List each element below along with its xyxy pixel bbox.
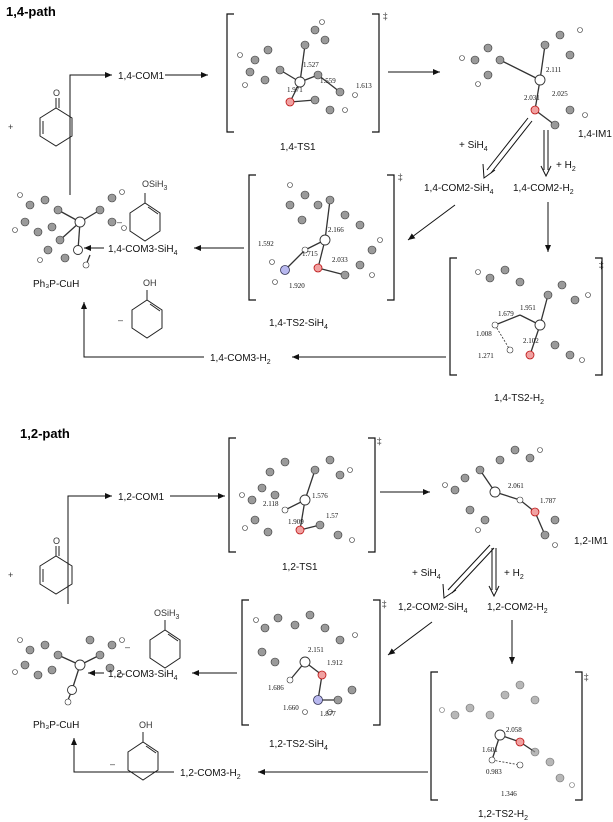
minus-sign: –	[125, 642, 130, 652]
enol-icon: OH	[127, 720, 159, 781]
svg-text:2.058: 2.058	[506, 726, 522, 734]
cyclohexenone-icon: O	[39, 88, 73, 147]
svg-text:2.102: 2.102	[523, 337, 539, 345]
svg-text:1.679: 1.679	[498, 310, 514, 318]
label-12-com2-h2: 1,2-COM2-H2	[487, 602, 548, 615]
svg-text:‡: ‡	[584, 672, 589, 682]
svg-text:1.920: 1.920	[289, 282, 305, 290]
svg-text:2.118: 2.118	[263, 500, 279, 508]
minus-sign: –	[110, 759, 115, 769]
svg-text:1.912: 1.912	[327, 659, 343, 667]
plus-sign: +	[8, 570, 13, 580]
label-14-h2: + H2	[556, 160, 576, 173]
label-12-sih4: + SiH4	[412, 568, 441, 581]
svg-text:2.025: 2.025	[552, 90, 568, 98]
split-arrow-12	[442, 544, 500, 599]
label-14-com2-sih4: 1,4-COM2-SiH4	[424, 183, 494, 196]
section-title-14: 1,4-path	[6, 4, 56, 19]
svg-text:OH: OH	[143, 278, 157, 288]
svg-text:1.57: 1.57	[326, 512, 339, 520]
label-12-ts1: 1,2-TS1	[282, 562, 318, 573]
svg-text:1.613: 1.613	[356, 82, 372, 90]
label-14-com3-h2: 1,4-COM3-H2	[210, 353, 271, 366]
plus-sign: +	[8, 122, 13, 132]
im1-14-molecule-icon	[459, 27, 588, 130]
ts2-sih4-12-molecule-icon	[253, 610, 358, 715]
svg-text:1.660: 1.660	[283, 704, 299, 712]
svg-text:2.166: 2.166	[328, 226, 344, 234]
im1-12-molecule-icon	[442, 445, 560, 548]
svg-text:O: O	[53, 88, 60, 98]
svg-text:2.111: 2.111	[546, 66, 562, 74]
ts2-h2-14-molecule-icon	[475, 265, 591, 363]
svg-text:‡: ‡	[377, 436, 382, 446]
svg-text:1.601: 1.601	[482, 746, 498, 754]
svg-text:0.983: 0.983	[486, 768, 502, 776]
label-12-ts2-h2: 1,2-TS2-H2	[478, 809, 528, 822]
svg-text:1.576: 1.576	[312, 492, 328, 500]
svg-text:OSiH3: OSiH3	[154, 608, 180, 621]
svg-text:1.715: 1.715	[302, 250, 318, 258]
svg-text:1.346: 1.346	[501, 790, 517, 798]
svg-text:1.877: 1.877	[320, 710, 336, 718]
label-14-com3-sih4: 1,4-COM3-SiH4	[108, 244, 178, 257]
label-12-com3-sih4: 1,2-COM3-SiH4	[108, 669, 178, 682]
svg-text:OH: OH	[139, 720, 153, 730]
ts2-h2-12-molecule-icon	[439, 680, 575, 788]
svg-text:1.559: 1.559	[320, 77, 336, 85]
svg-text:‡: ‡	[383, 11, 388, 21]
svg-text:1.592: 1.592	[258, 240, 274, 248]
svg-text:1.909: 1.909	[288, 518, 304, 526]
catalyst-molecule-icon	[12, 189, 127, 269]
catalyst-molecule-icon	[12, 635, 125, 706]
svg-text:‡: ‡	[398, 172, 403, 182]
svg-text:1.271: 1.271	[478, 352, 494, 360]
svg-text:OSiH3: OSiH3	[142, 179, 168, 192]
minus-sign: –	[117, 217, 122, 227]
label-14-ts2-sih4: 1,4-TS2-SiH4	[269, 318, 328, 331]
svg-text:1.008: 1.008	[476, 330, 492, 338]
section-title-12: 1,2-path	[20, 426, 70, 441]
svg-text:1.787: 1.787	[540, 497, 556, 505]
ts1-12-molecule-icon	[239, 455, 355, 543]
svg-text:2.033: 2.033	[332, 256, 348, 264]
svg-text:2.031: 2.031	[524, 94, 540, 102]
ts2-sih4-14-molecule-icon	[269, 182, 383, 285]
ts1-14-molecule-icon	[237, 19, 358, 115]
label-12-com2-sih4: 1,2-COM2-SiH4	[398, 602, 468, 615]
minus-sign: –	[118, 315, 123, 325]
label-14-com1: 1,4-COM1	[118, 71, 165, 82]
svg-text:2.151: 2.151	[308, 646, 324, 654]
label-12-com1: 1,2-COM1	[118, 492, 165, 503]
cyclohexenone-icon: O	[39, 536, 73, 595]
label-12-com3-h2: 1,2-COM3-H2	[180, 768, 241, 781]
silyl-enol-ether-icon: OSiH3	[129, 179, 168, 242]
label-14-sih4: + SiH4	[459, 140, 488, 153]
svg-text:‡: ‡	[382, 599, 387, 609]
label-14-ts2-h2: 1,4-TS2-H2	[494, 393, 544, 406]
svg-text:1.686: 1.686	[268, 684, 284, 692]
svg-text:1.951: 1.951	[520, 304, 536, 312]
svg-text:‡: ‡	[599, 260, 604, 270]
svg-text:1.971: 1.971	[287, 86, 303, 94]
svg-text:2.061: 2.061	[508, 482, 524, 490]
label-12-ts2-sih4: 1,2-TS2-SiH4	[269, 739, 328, 752]
label-14-com2-h2: 1,4-COM2-H2	[513, 183, 574, 196]
enol-icon: OH	[131, 278, 163, 339]
catalyst-label-top: Ph₃P-CuH	[33, 279, 79, 290]
split-arrow-14	[482, 117, 552, 179]
label-14-ts1: 1,4-TS1	[280, 142, 316, 153]
label-12-im1: 1,2-IM1	[574, 536, 608, 547]
svg-text:O: O	[53, 536, 60, 546]
label-14-im1: 1,4-IM1	[578, 129, 612, 140]
catalyst-label-bottom: Ph₃P-CuH	[33, 720, 79, 731]
silyl-enol-ether-icon: OSiH3	[149, 608, 181, 669]
label-12-h2: + H2	[504, 568, 524, 581]
svg-text:1.527: 1.527	[303, 61, 319, 69]
